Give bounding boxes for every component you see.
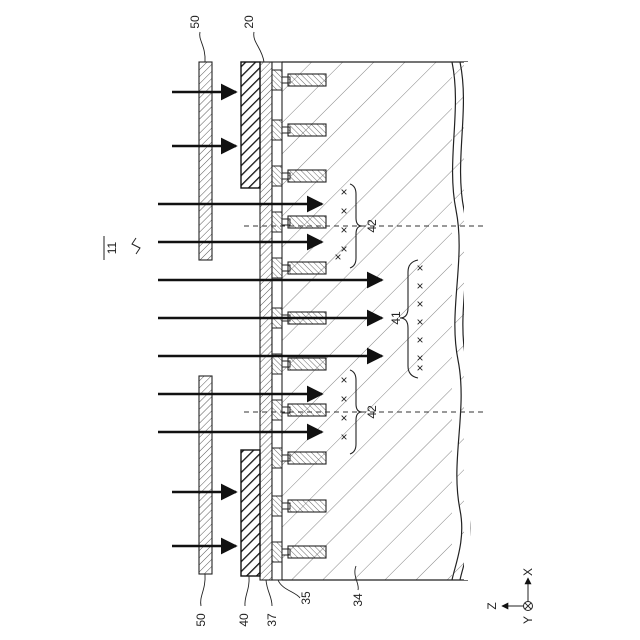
mask-bottom xyxy=(199,376,212,574)
implant-mark: × xyxy=(340,411,347,425)
marks-42-top-extra: × xyxy=(334,250,341,264)
label-figure-11: 11 xyxy=(104,236,140,260)
layer-40 xyxy=(241,450,260,576)
implant-mark: × xyxy=(416,297,423,311)
label-37: 37 xyxy=(265,580,279,627)
label-20: 20 xyxy=(242,15,264,62)
coordinate-axes: X Z Y xyxy=(485,568,535,624)
svg-text:41: 41 xyxy=(389,311,403,325)
label-42-top: 42 xyxy=(365,219,379,233)
label-40: 40 xyxy=(237,576,251,627)
implant-mark: × xyxy=(416,315,423,329)
implant-mark: × xyxy=(340,373,347,387)
layer-20 xyxy=(241,62,260,188)
label-50-bottom: 50 xyxy=(194,574,208,627)
svg-text:40: 40 xyxy=(237,613,251,627)
svg-text:37: 37 xyxy=(265,613,279,627)
implant-mark: × xyxy=(340,204,347,218)
marks-41-col1-end: × xyxy=(416,361,423,375)
label-41: 41 xyxy=(389,311,403,325)
implant-mark: × xyxy=(340,223,347,237)
implant-mark: × xyxy=(340,185,347,199)
svg-text:X: X xyxy=(521,568,535,576)
layer-37 xyxy=(260,62,272,580)
implant-mark: × xyxy=(340,430,347,444)
implant-mark: × xyxy=(416,279,423,293)
label-42-bottom: 42 xyxy=(365,405,379,419)
implant-mark: × xyxy=(416,361,423,375)
implant-mark: × xyxy=(416,333,423,347)
implant-mark: × xyxy=(334,250,341,264)
implant-mark: × xyxy=(416,261,423,275)
label-35: 35 xyxy=(278,580,313,605)
implant-mark: × xyxy=(340,392,347,406)
svg-text:42: 42 xyxy=(365,219,379,233)
svg-text:Z: Z xyxy=(485,602,499,609)
svg-text:20: 20 xyxy=(242,15,256,29)
svg-text:50: 50 xyxy=(188,15,202,29)
svg-text:50: 50 xyxy=(194,613,208,627)
svg-text:42: 42 xyxy=(365,405,379,419)
label-50-top: 50 xyxy=(188,15,205,62)
svg-text:11: 11 xyxy=(105,241,119,254)
implant-mark: × xyxy=(340,242,347,256)
svg-text:35: 35 xyxy=(299,591,313,605)
svg-text:34: 34 xyxy=(351,593,365,607)
svg-text:Y: Y xyxy=(521,616,535,624)
